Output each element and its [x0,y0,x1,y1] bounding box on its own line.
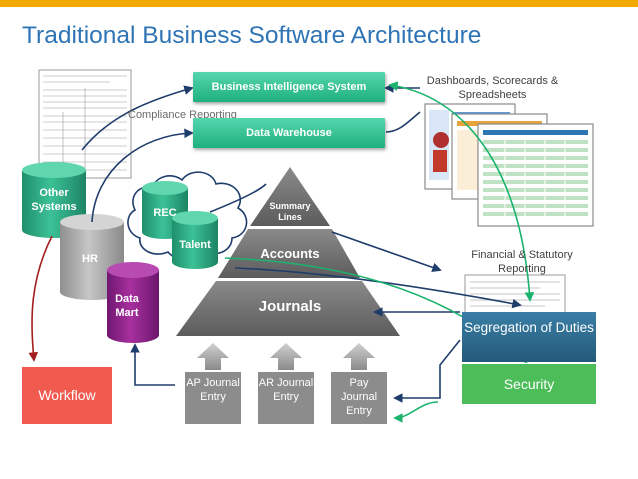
ap-journal-entry-box: AP Journal Entry [185,372,241,424]
workflow-box: Workflow [22,367,112,424]
ap-journal-entry-label: AP Journal Entry [186,377,240,403]
journals-label: Journals [258,298,322,315]
pyramid-summary-layer [250,167,330,226]
hr-label: HR [82,253,98,265]
ar-journal-entry-label: AR Journal Entry [258,377,314,403]
red-connector [28,235,53,362]
summary-lines-label: Summary Lines [269,201,311,222]
ar-journal-entry-box: AR Journal Entry [258,372,314,424]
talent-label: Talent [179,239,211,251]
data-mart-label: Data Mart [115,293,139,319]
data-mart-cylinder [107,262,159,343]
page-title: Traditional Business Software Architectu… [22,22,482,49]
pyramid-accounts-layer [218,229,360,278]
rec-label: REC [153,207,177,219]
accounts-label: Accounts [260,246,320,261]
data-warehouse-box: Data Warehouse [193,118,385,148]
bi-system-box: Business Intelligence System [193,72,385,102]
pay-journal-entry-box: Pay Journal Entry [331,372,387,424]
accent-bar [0,0,638,7]
spreadsheet-stack-icon [424,103,594,227]
report-sheet-icon [464,274,566,314]
financial-label: Financial & Statutory Reporting [471,249,573,275]
up-arrow-icon [197,343,375,370]
document-form-icon [38,69,132,179]
segregation-of-duties-box: Segregation of Duties [462,312,596,362]
dashboards-label: Dashboards, Scorecards & Spreadsheets [426,75,559,101]
other-systems-label: Other Systems [31,187,77,213]
security-box: Security [462,364,596,404]
journal-pyramid [176,167,400,336]
pay-journal-entry-label: Pay Journal Entry [340,377,378,417]
talent-cylinder [172,211,218,269]
pyramid-journals-layer [176,281,400,336]
